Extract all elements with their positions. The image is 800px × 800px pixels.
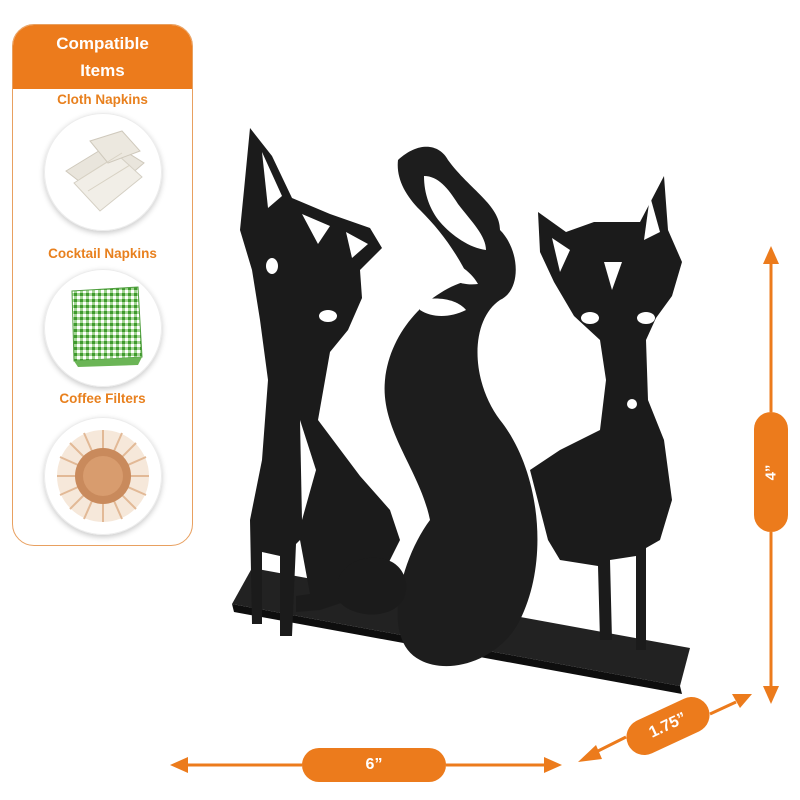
item-label-coffee-filters: Coffee Filters — [59, 391, 146, 406]
right-fox-face — [552, 196, 660, 409]
compatible-items-title: Compatible Items — [13, 25, 192, 89]
depth-dimension-label: 1.75” — [646, 709, 690, 742]
left-fox-tail-tuft — [338, 557, 407, 615]
coffee-filters-icon — [44, 417, 162, 535]
center-fox-tail — [384, 146, 538, 667]
item-label-cloth-napkins: Cloth Napkins — [57, 92, 148, 107]
left-fox-silhouette — [240, 128, 400, 636]
width-dimension-label: 6” — [365, 756, 383, 773]
left-fox-face — [262, 152, 368, 520]
height-dimension-badge: 4” — [754, 412, 788, 532]
cloth-napkins-icon — [44, 113, 162, 231]
height-dimension-label: 4” — [762, 464, 780, 480]
item-label-cocktail-napkins: Cocktail Napkins — [48, 246, 157, 261]
cocktail-napkins-icon — [44, 269, 162, 387]
right-fox-silhouette — [530, 176, 682, 650]
compatible-items-panel: Compatible Items Cloth Napkins Cocktail … — [12, 24, 193, 546]
width-dimension-badge: 6” — [302, 748, 446, 782]
